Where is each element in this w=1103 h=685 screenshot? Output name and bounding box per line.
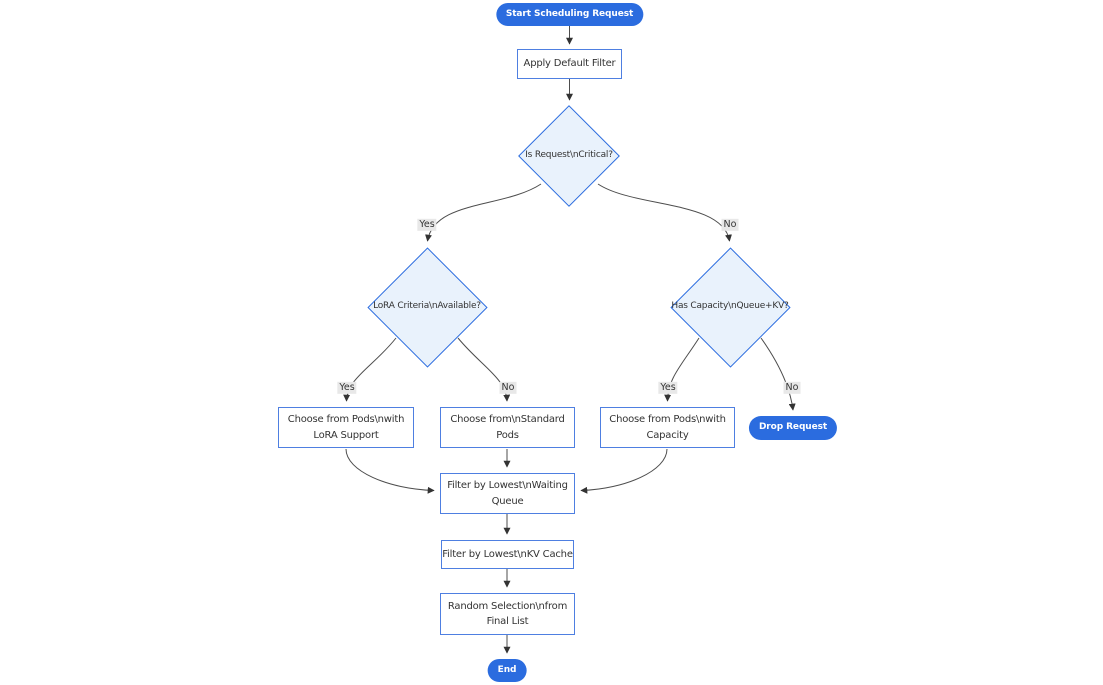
- node-apply-filter-label: Apply Default Filter: [523, 58, 616, 70]
- edge-lora-no-to-choose-standard-pods: [457, 337, 511, 402]
- node-random-selection: Random Selection\nfrom Final List: [440, 593, 575, 635]
- edge-label-lora-no: No: [499, 381, 517, 395]
- node-lora-criteria: LoRA Criteria\nAvailable?: [366, 246, 488, 368]
- node-filter-kv-cache-label: Filter by Lowest\nKV Cache: [442, 548, 573, 560]
- node-is-critical: Is Request\nCritical?: [518, 105, 620, 207]
- node-drop-request: Drop Request: [748, 416, 838, 440]
- node-has-capacity: Has Capacity\nQueue+KV?: [669, 246, 791, 368]
- node-random-selection-label: Random Selection\nfrom Final List: [447, 600, 568, 628]
- edge-capacity-yes-to-choose-capacity-pods: [664, 337, 700, 402]
- edge-choose-capacity-pods-to-filter-waiting: [580, 448, 668, 494]
- edge-choose-lora-pods-to-filter-waiting: [345, 448, 435, 494]
- node-choose-capacity-pods-label: Choose from Pods\nwith Capacity: [609, 414, 726, 441]
- edge-label-lora-yes: Yes: [337, 381, 357, 395]
- node-apply-filter: Apply Default Filter: [517, 49, 622, 79]
- node-choose-lora-pods-label: Choose from Pods\nwith LoRA Support: [287, 414, 405, 441]
- edge-capacity-no-to-drop-request: [760, 337, 796, 411]
- node-start-label: Start Scheduling Request: [505, 8, 634, 19]
- edge-label-critical-yes: Yes: [417, 218, 437, 232]
- node-choose-standard-pods-label: Choose from\nStandard Pods: [450, 414, 565, 441]
- edge-label-capacity-no: No: [783, 381, 801, 395]
- node-choose-standard-pods: Choose from\nStandard Pods: [440, 407, 575, 448]
- node-filter-waiting-queue: Filter by Lowest\nWaiting Queue: [440, 473, 575, 514]
- node-drop-request-label: Drop Request: [758, 422, 828, 433]
- node-filter-waiting-queue-label: Filter by Lowest\nWaiting Queue: [447, 480, 568, 507]
- edge-label-capacity-yes: Yes: [658, 381, 678, 395]
- node-is-critical-label: Is Request\nCritical?: [525, 150, 613, 161]
- node-lora-criteria-label: LoRA Criteria\nAvailable?: [373, 301, 481, 312]
- node-choose-lora-pods: Choose from Pods\nwith LoRA Support: [278, 407, 414, 448]
- node-end-label: End: [497, 664, 517, 675]
- node-filter-kv-cache: Filter by Lowest\nKV Cache: [441, 540, 574, 569]
- edge-lora-yes-to-choose-lora-pods: [343, 337, 397, 402]
- node-start: Start Scheduling Request: [495, 2, 644, 27]
- edge-label-critical-no: No: [721, 218, 739, 232]
- node-choose-capacity-pods: Choose from Pods\nwith Capacity: [600, 407, 735, 448]
- node-end: End: [487, 658, 527, 683]
- node-has-capacity-label: Has Capacity\nQueue+KV?: [671, 301, 789, 312]
